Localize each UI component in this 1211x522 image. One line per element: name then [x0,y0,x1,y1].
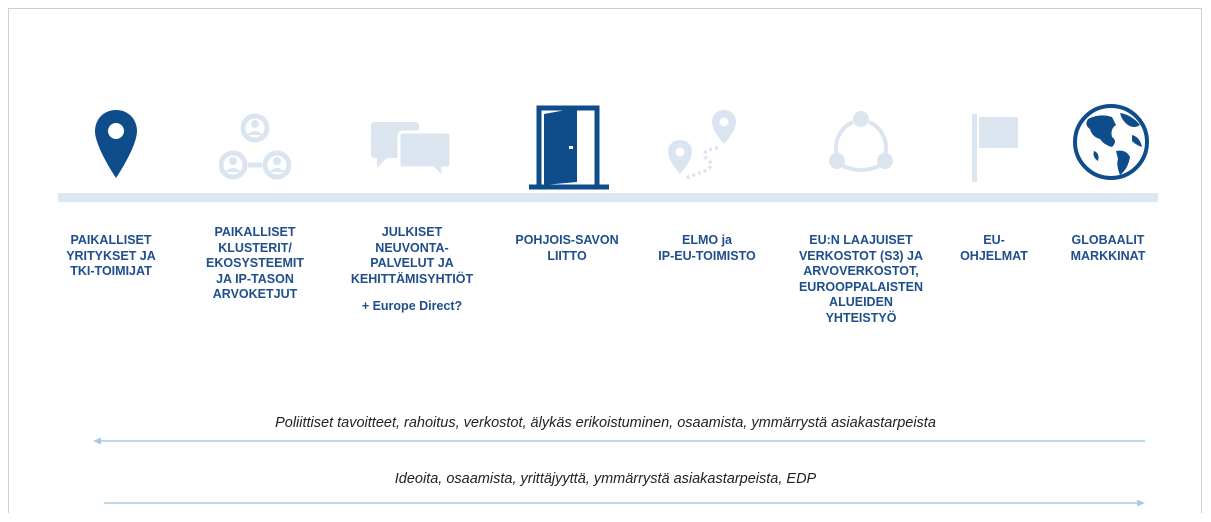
stage-label-line: JA IP-TASON [216,271,294,286]
stage-label-line: EKOSYSTEEMIT [206,256,304,270]
stage-label-line: PALVELUT JA [370,256,454,270]
stage-label-line: PAIKALLISET [70,233,152,247]
stage-label-line: KEHITTÄMISYHTIÖT [350,271,474,286]
stage-label-line: POHJOIS-SAVON [515,233,619,247]
stage-label-public-services: JULKISET NEUVONTA- PALVELUT JA KEHITTÄMI… [342,225,482,315]
network-people-icon [219,113,291,183]
stage-label-line: PAIKALLISET [214,225,296,239]
stage-label-line: ARVOKETJUT [212,287,298,301]
stage-label-elmo: ELMO ja IP-EU-TOIMISTO [637,233,777,264]
open-door-icon [529,104,609,190]
stage-label-line: TKI-TOIMIJAT [70,264,152,278]
map-pin-icon [93,108,139,180]
flag-icon [972,114,1020,184]
stage-label-line: OHJELMAT [960,248,1028,263]
stage-label-line: EU:N LAAJUISET [809,233,913,247]
stage-label-line: VERKOSTOT (S3) JA [798,248,924,263]
leftward-arrow [93,436,1145,446]
stage-label-line: ALUEIDEN [829,295,893,309]
leftward-flow-text: Poliittiset tavoitteet, rahoitus, verkos… [275,415,936,431]
rightward-arrow [104,498,1145,508]
stage-label-line: JULKISET [381,225,443,239]
stage-label-regional-council: POHJOIS-SAVON LIITTO [497,233,637,264]
stage-label-line: YHTEISTYÖ [825,310,897,325]
stage-label-local-clusters: PAIKALLISET KLUSTERIT/ EKOSYSTEEMIT JA I… [185,225,325,303]
route-pins-icon [668,110,738,182]
stage-label-global-markets: GLOBAALIT MARKKINAT [1038,233,1178,264]
stage-label-line: GLOBAALIT [1071,233,1145,247]
globe-icon [1072,103,1150,181]
stage-label-line: YRITYKSET JA [66,248,156,263]
cycle-nodes-icon [825,110,897,174]
rightward-flow-text: Ideoita, osaamista, yrittäjyyttä, ymmärr… [394,471,817,487]
stage-label-line: NEUVONTA- [375,240,449,255]
stage-label-line: KLUSTERIT/ [218,240,292,255]
stage-label-line: MARKKINAT [1070,248,1146,263]
stage-label-local-companies: PAIKALLISET YRITYKSET JA TKI-TOIMIJAT [41,233,181,280]
stage-label-line: IP-EU-TOIMISTO [658,248,756,263]
timeline-bar [58,193,1158,202]
stage-label-line: EUROOPPALAISTEN [798,279,924,294]
stage-label-extra: + Europe Direct? [361,299,463,313]
stage-label-line: LIITTO [547,248,587,263]
stage-label-eu-networks: EU:N LAAJUISET VERKOSTOT (S3) JA ARVOVER… [791,233,931,326]
stage-label-line: ARVOVERKOSTOT, [803,264,919,278]
stage-label-line: ELMO ja [681,233,732,247]
diagram-frame [8,8,1202,513]
stage-label-eu-programs: EU- OHJELMAT [924,233,1064,264]
chat-bubbles-icon [369,122,455,180]
stage-label-line: EU- [983,233,1005,247]
